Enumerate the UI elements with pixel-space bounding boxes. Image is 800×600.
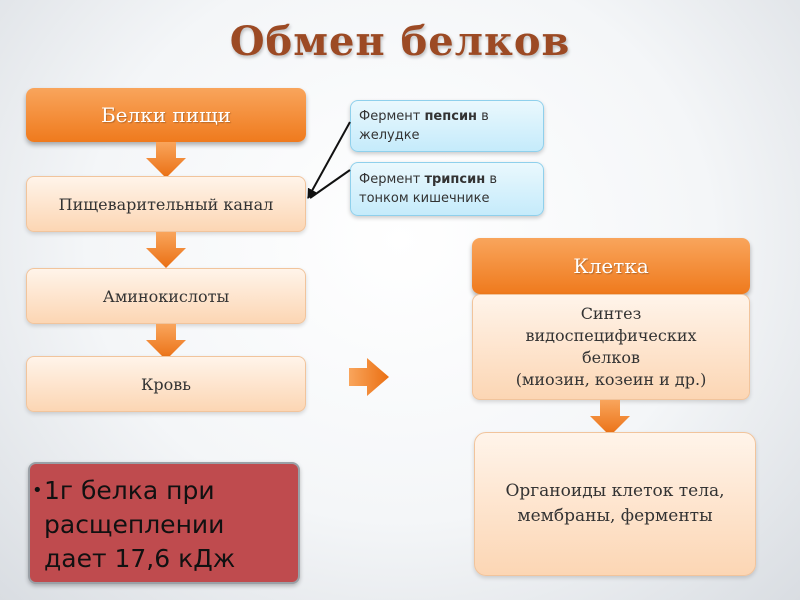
pepsin-callout: Фермент пепсин в желудке: [350, 100, 544, 152]
organoids-line: Органоиды клеток тела,: [505, 481, 725, 501]
amino-acids-label: Аминокислоты: [102, 286, 230, 306]
synthesis-line: белков: [582, 348, 640, 367]
cell-box: Клетка: [472, 238, 750, 294]
right-arrow-icon: [349, 358, 389, 396]
pepsin-connector-line: [307, 121, 351, 199]
digestive-canal-label: Пищеварительный канал: [58, 194, 274, 214]
down-arrow-icon: [146, 232, 186, 268]
page-title: Обмен белков: [229, 18, 571, 65]
blood-box: Кровь: [26, 356, 306, 412]
energy-note-text: 1г белка при расщеплении дает 17,6 кДж: [44, 476, 236, 573]
amino-acids-box: Аминокислоты: [26, 268, 306, 324]
trypsin-connector-line: [309, 169, 351, 199]
food-proteins-box: Белки пищи: [26, 88, 306, 142]
food-proteins-label: Белки пищи: [100, 103, 231, 127]
down-arrow-icon: [146, 324, 186, 360]
down-arrow-icon: [146, 142, 186, 178]
bullet-icon: •: [32, 480, 43, 501]
protein-synthesis-box: Синтез видоспецифических белков (миозин,…: [472, 294, 750, 400]
blood-label: Кровь: [141, 374, 191, 394]
synthesis-line: Синтез: [580, 304, 642, 323]
synthesis-line: (миозин, козеин и др.): [515, 370, 707, 389]
organoids-line: мембраны, ферменты: [517, 506, 713, 526]
down-arrow-icon: [590, 400, 630, 436]
pepsin-text: Фермент пепсин в желудке: [359, 109, 489, 143]
energy-note: • 1г белка при расщеплении дает 17,6 кДж: [32, 474, 290, 576]
energy-note-box: • 1г белка при расщеплении дает 17,6 кДж: [28, 462, 300, 584]
digestive-canal-box: Пищеварительный канал: [26, 176, 306, 232]
synthesis-line: видоспецифических: [525, 326, 697, 345]
organoids-box: Органоиды клеток тела, мембраны, фермент…: [474, 432, 756, 576]
trypsin-text: Фермент трипсин в тонком кишечнике: [359, 172, 497, 206]
cell-label: Клетка: [573, 254, 649, 278]
trypsin-callout: Фермент трипсин в тонком кишечнике: [350, 162, 544, 216]
